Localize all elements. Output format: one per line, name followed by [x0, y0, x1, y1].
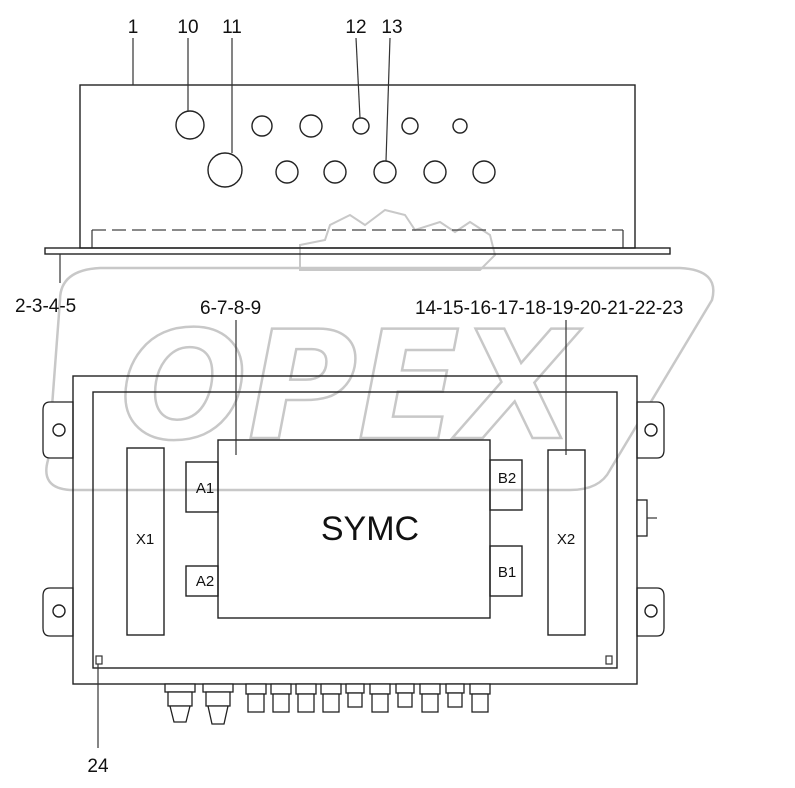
mounting-ear-left-bottom	[42, 587, 74, 637]
watermark: OPEX	[45, 208, 715, 492]
cable-hole	[251, 115, 273, 137]
mounting-flange	[44, 247, 671, 255]
symc-module	[217, 439, 491, 619]
gland-small	[419, 683, 441, 713]
b2-label: B2	[498, 470, 516, 487]
watermark-backplate	[45, 266, 715, 492]
cable-hole	[275, 160, 299, 184]
cable-hole	[472, 160, 496, 184]
leader-13	[385, 37, 391, 162]
cable-glands	[164, 683, 491, 725]
x1-label: X1	[136, 531, 154, 548]
gland-small	[245, 683, 267, 713]
gland-small	[295, 683, 317, 713]
a1-label: A1	[196, 480, 214, 497]
cable-hole	[175, 110, 205, 140]
watermark-text: OPEX	[120, 300, 582, 474]
gear-watermark-icon	[299, 208, 497, 271]
gland-small	[395, 683, 415, 708]
mounting-ear-left-top	[42, 401, 74, 459]
mount-hole	[52, 604, 66, 618]
callout-6-9: 6-7-8-9	[200, 298, 261, 319]
callout-10: 10	[177, 17, 198, 38]
cable-hole	[373, 160, 397, 184]
gland-small	[270, 683, 292, 713]
cable-hole	[452, 118, 468, 134]
gland-small	[320, 683, 342, 713]
gland-large	[202, 683, 234, 725]
side-switch	[636, 499, 648, 537]
mount-hole	[644, 604, 658, 618]
cable-hole	[423, 160, 447, 184]
terminal-strip-x1	[126, 447, 165, 636]
leader-12	[355, 37, 361, 119]
gland-small	[445, 683, 465, 708]
callout-14-23: 14-15-16-17-18-19-20-21-22-23	[415, 298, 683, 319]
top-view	[44, 37, 671, 283]
corner-latch	[605, 655, 613, 665]
mounting-ear-right-bottom	[636, 587, 665, 637]
gland-small	[369, 683, 391, 713]
callout-11: 11	[222, 17, 242, 38]
symc-label: SYMC	[321, 510, 419, 548]
cable-hole	[401, 117, 419, 135]
gland-small	[345, 683, 365, 708]
front-view: X1 X2 A1 A2 B2 B1 SYMC	[42, 320, 665, 748]
mount-hole	[644, 423, 658, 437]
mounting-ear-right-top	[636, 401, 665, 459]
callout-12: 12	[345, 17, 366, 38]
gland-large	[164, 683, 196, 723]
cable-hole	[323, 160, 347, 184]
mount-hole	[52, 423, 66, 437]
cable-hole	[352, 117, 370, 135]
corner-latch	[95, 655, 103, 665]
cable-hole	[207, 152, 243, 188]
x2-label: X2	[557, 531, 575, 548]
callouts: 1 10 11 12 13 2-3-4-5 6-7-8-9 14-15-16-1…	[15, 17, 683, 777]
housing-top-panel	[79, 84, 636, 249]
b1-label: B1	[498, 564, 516, 581]
enclosure-inner	[92, 391, 618, 669]
callout-24: 24	[87, 756, 109, 777]
gland-small	[469, 683, 491, 713]
cable-hole	[299, 114, 323, 138]
callout-13: 13	[381, 17, 402, 38]
callout-1: 1	[128, 17, 139, 38]
callout-2-5: 2-3-4-5	[15, 296, 76, 317]
a2-label: A2	[196, 573, 214, 590]
